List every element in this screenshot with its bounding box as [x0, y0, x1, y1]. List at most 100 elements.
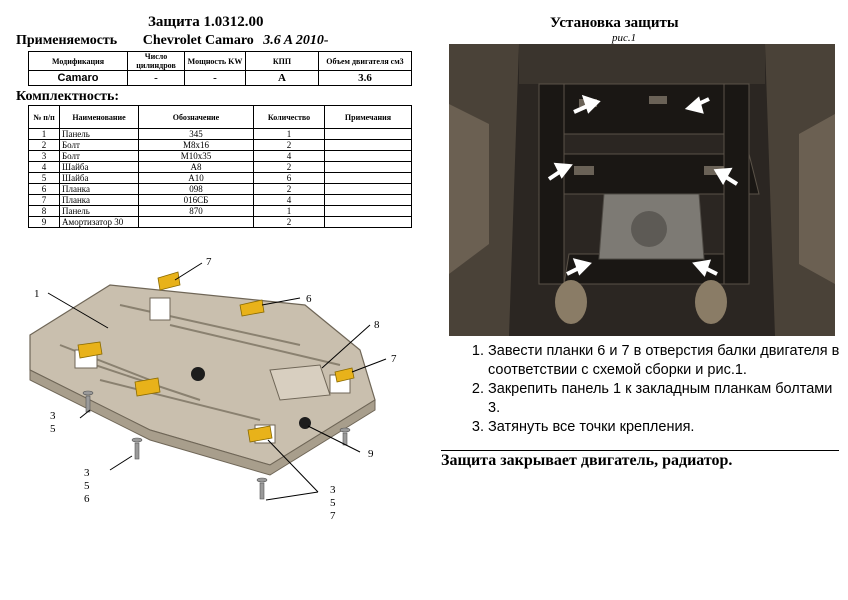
kit-cell: 6	[28, 183, 60, 195]
callout-3-5: 3 5	[50, 410, 56, 435]
callout-9: 9	[368, 448, 374, 460]
kit-cell: 098	[138, 183, 254, 195]
vehicle-col-header: Модификация	[28, 51, 128, 71]
vehicle-name: Chevrolet Camaro	[142, 33, 254, 48]
vehicle-col-header: Число цилиндров	[127, 51, 185, 71]
install-step: Затянуть все точки крепления.	[488, 418, 848, 437]
kit-cell: 2	[28, 139, 60, 151]
kit-cell	[324, 139, 412, 151]
kit-cell: 1	[253, 128, 325, 140]
kit-cell: 4	[253, 150, 325, 162]
install-steps: Завести планки 6 и 7 в отверстия балки д…	[464, 342, 848, 437]
vehicle-col-header: КПП	[245, 51, 319, 71]
vehicle-col-header: Мощность KW	[184, 51, 246, 71]
callout-7: 7	[206, 256, 212, 268]
kit-cell: 3	[28, 150, 60, 162]
kit-cell: Планка	[59, 183, 139, 195]
shock-absorber	[191, 367, 205, 381]
kit-cell	[324, 194, 412, 206]
kit-cell	[324, 216, 412, 228]
vehicle-col-header: Объем двигателя см3	[318, 51, 412, 71]
kit-cell: Панель	[59, 205, 139, 217]
kit-col-header: Количество	[253, 105, 325, 129]
callout-8: 8	[374, 319, 380, 331]
callout-7b: 7	[391, 353, 397, 365]
kit-cell: 8	[28, 205, 60, 217]
callout-6: 6	[306, 293, 312, 305]
kit-cell: 345	[138, 128, 254, 140]
kit-cell: Болт	[59, 150, 139, 162]
kit-cell	[324, 183, 412, 195]
kit-cell: Болт	[59, 139, 139, 151]
leader-lines	[47, 262, 387, 501]
kit-cell: 6	[253, 172, 325, 184]
kit-col-header: Обозначение	[138, 105, 254, 129]
kit-label: Комплектность:	[16, 89, 120, 104]
kit-cell	[324, 172, 412, 184]
kit-cell: Шайба	[59, 161, 139, 173]
kit-cell: 9	[28, 216, 60, 228]
kit-cell: 2	[253, 161, 325, 173]
figure-caption: рис.1	[612, 32, 637, 44]
callout-3-5-6: 3 5 6	[84, 467, 90, 505]
kit-cell: 4	[28, 161, 60, 173]
callout-1: 1	[34, 288, 40, 300]
vehicle-cell: Camaro	[28, 70, 128, 86]
vehicle-cell: -	[127, 70, 185, 86]
kit-cell	[324, 205, 412, 217]
kit-cell: 016СБ	[138, 194, 254, 206]
kit-cell: Шайба	[59, 172, 139, 184]
kit-cell: 4	[253, 194, 325, 206]
kit-col-header: № п/п	[28, 105, 60, 129]
kit-cell	[324, 128, 412, 140]
kit-cell: Панель	[59, 128, 139, 140]
kit-cell: A10	[138, 172, 254, 184]
kit-cell: Амортизатор 30	[59, 216, 139, 228]
application-label: Применяемость	[16, 33, 118, 48]
panel-side-edge	[29, 369, 376, 476]
kit-cell: 870	[138, 205, 254, 217]
exhaust-converters	[555, 280, 727, 324]
vehicle-table: Модификация Число цилиндров Мощность KW …	[28, 51, 412, 86]
kit-cell: M8x16	[138, 139, 254, 151]
install-title: Установка защиты	[550, 15, 679, 31]
photo-arrows	[547, 94, 739, 277]
kit-cell: 2	[253, 216, 325, 228]
engine-year: 3.6 A 2010-	[263, 33, 329, 48]
conclusion: Защита закрывает двигатель, радиатор.	[441, 452, 733, 469]
callout-3-5-7: 3 5 7	[330, 484, 336, 522]
brackets	[77, 271, 355, 443]
vehicle-cell: A	[245, 70, 319, 86]
kit-col-header: Наименование	[59, 105, 139, 129]
bolts	[82, 390, 351, 500]
divider	[441, 450, 839, 451]
kit-cell	[324, 150, 412, 162]
kit-cell: 2	[253, 183, 325, 195]
kit-cell: 2	[253, 139, 325, 151]
document-title: Защита 1.0312.00	[148, 14, 264, 30]
kit-cell: 5	[28, 172, 60, 184]
kit-cell: 7	[28, 194, 60, 206]
panel-8	[269, 364, 331, 401]
shock-absorber	[299, 417, 311, 429]
kit-col-header: Примечания	[324, 105, 412, 129]
kit-cell	[324, 161, 412, 173]
vehicle-cell: -	[184, 70, 246, 86]
kit-cell: M10x35	[138, 150, 254, 162]
vehicle-cell: 3.6	[318, 70, 412, 86]
install-step: Закрепить панель 1 к закладным планкам б…	[488, 380, 848, 418]
kit-table: № п/п Наименование Обозначение Количеств…	[28, 105, 412, 228]
application-line: Применяемость Chevrolet Camaro 3.6 A 201…	[16, 33, 329, 49]
kit-cell: 1	[28, 128, 60, 140]
install-step: Завести планки 6 и 7 в отверстия балки д…	[488, 342, 848, 380]
kit-cell: A8	[138, 161, 254, 173]
installation-photo	[449, 44, 835, 336]
